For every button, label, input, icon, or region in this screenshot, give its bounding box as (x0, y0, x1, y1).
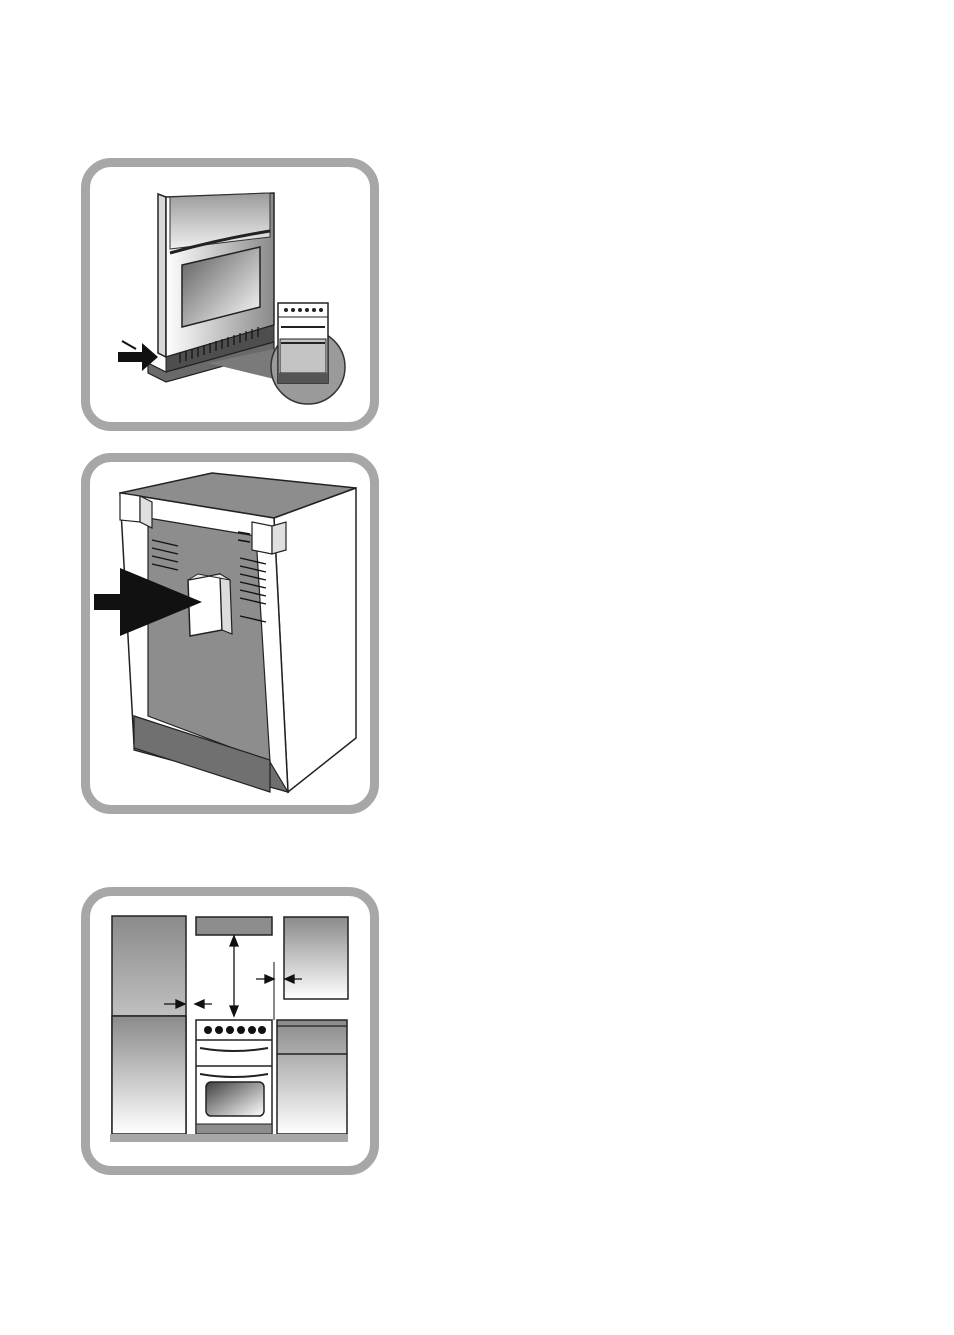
figure-1-panel (81, 158, 379, 431)
cooker-rear-illustration (90, 462, 370, 805)
figure-2-panel (81, 453, 379, 814)
figure-3-panel (81, 887, 379, 1175)
right-base-unit-icon (277, 1020, 347, 1134)
left-tall-cabinet-icon (112, 916, 186, 1134)
cooker-icon (196, 1020, 272, 1134)
magnifier-inset-icon (271, 303, 345, 404)
cooker-front-icon (158, 193, 274, 372)
right-wall-cabinet-icon (284, 917, 348, 999)
overhead-hood-icon (196, 917, 272, 935)
cooker-plinth-illustration (90, 167, 370, 422)
kitchen-clearance-illustration (90, 896, 370, 1166)
cooker-rear-panel-icon (120, 473, 356, 792)
